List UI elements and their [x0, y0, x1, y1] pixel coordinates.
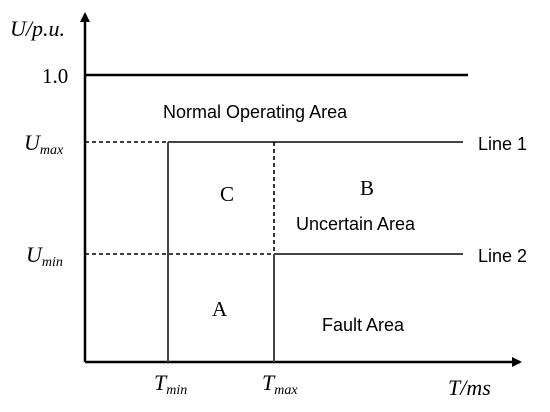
region-b-label: B — [360, 176, 374, 200]
tick-label-tmax: Tmax — [262, 370, 298, 398]
tick-label-1: 1.0 — [42, 64, 68, 88]
line2-label: Line 2 — [478, 246, 527, 266]
line1-label: Line 1 — [478, 134, 527, 154]
region-fault-label: Fault Area — [322, 315, 405, 335]
x-axis-label: T/ms — [448, 375, 491, 400]
tick-label-tmin: Tmin — [154, 370, 187, 398]
region-uncertain-label: Uncertain Area — [296, 214, 416, 234]
region-c-label: C — [220, 182, 234, 206]
region-normal-label: Normal Operating Area — [163, 102, 348, 122]
tick-label-umax: Umax — [24, 130, 64, 158]
y-axis-label: U/p.u. — [10, 16, 65, 41]
region-a-label: A — [212, 297, 228, 321]
tick-label-umin: Umin — [26, 242, 63, 270]
